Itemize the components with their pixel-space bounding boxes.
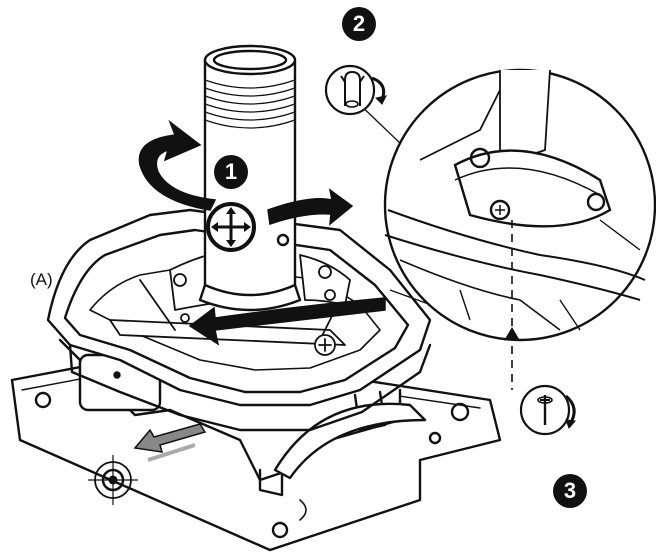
rotation-arrows	[138, 119, 386, 346]
rotate-arrow-front-icon	[188, 297, 386, 346]
wrench-rotate-icon	[324, 64, 387, 116]
step-badge-3: 3	[553, 474, 587, 508]
detail-magnifier	[354, 68, 656, 390]
rotate-arrow-right-icon	[267, 188, 354, 226]
move-cross-icon	[206, 202, 256, 252]
step-badge-2: 2	[342, 7, 376, 41]
screwdriver-rotate-icon	[519, 384, 576, 436]
target-crosshair-icon	[88, 455, 138, 505]
rotate-arrow-left-icon	[138, 119, 217, 211]
step-badge-1: 1	[214, 155, 248, 189]
slide-arrow-icon	[133, 423, 207, 462]
callout-label-a: (A)	[30, 270, 53, 289]
